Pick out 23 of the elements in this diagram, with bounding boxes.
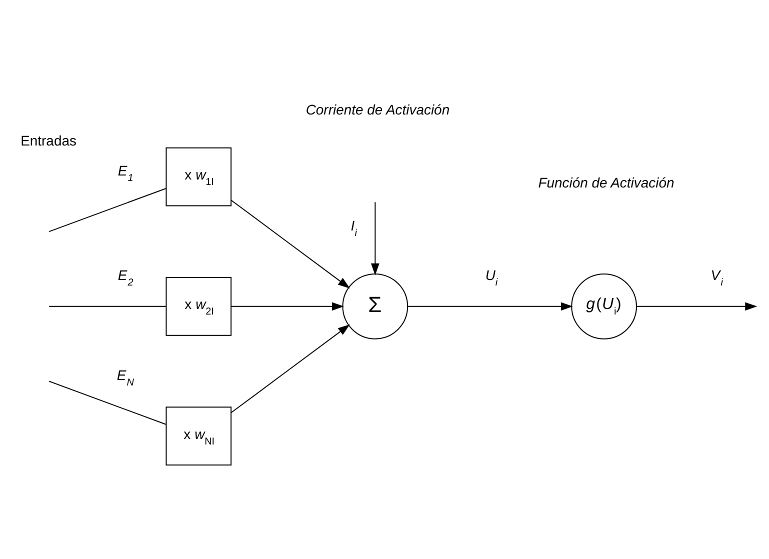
edge-label: E$_{N}$: [116, 366, 134, 388]
node-box: x w$_{NI}$: [166, 406, 232, 466]
arrow: [230, 324, 350, 414]
edge-label: V$_{i}$: [710, 267, 723, 289]
label: Corriente de Activación: [306, 102, 450, 118]
label: Entradas: [20, 132, 76, 149]
arrow: [407, 302, 573, 311]
arrow: [636, 302, 758, 311]
edge-label: U$_{i}$: [485, 267, 498, 289]
edge-label: E$_{1}$: [118, 162, 134, 184]
connector: [48, 188, 166, 232]
connector: [48, 306, 166, 307]
label: Función de Activación: [538, 174, 674, 190]
edge-label: I$_{i}$: [350, 217, 357, 239]
node-box: x w$_{1I}$: [166, 147, 232, 206]
arrow: [230, 302, 344, 311]
arrow: [370, 202, 380, 276]
node-box: x w$_{2I}$: [166, 277, 232, 336]
node-circle: Σ: [342, 274, 408, 340]
connector: [48, 380, 166, 425]
node-circle: g(U$_{i}$): [571, 274, 637, 340]
edge-label: E$_{2}$: [118, 267, 134, 289]
arrow: [230, 200, 350, 288]
